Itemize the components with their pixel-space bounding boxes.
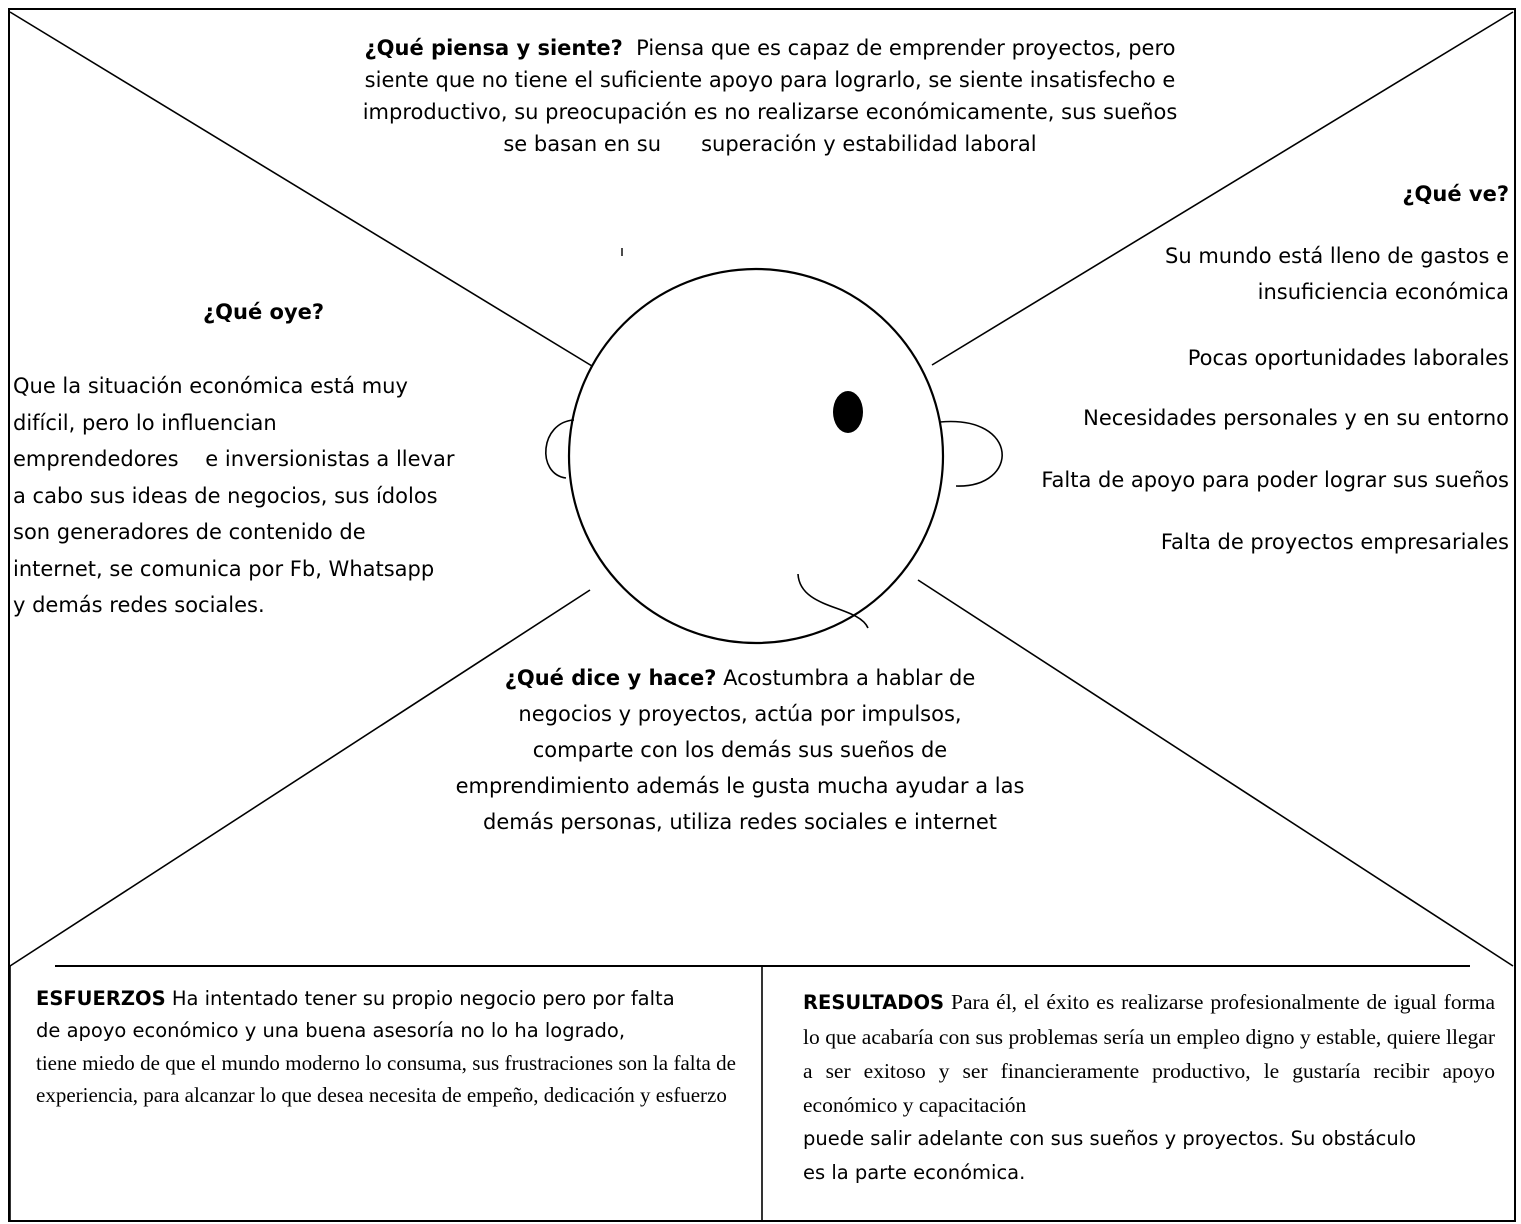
- efforts-heading: ESFUERZOS: [36, 987, 166, 1010]
- says-does-line: Acostumbra a hablar de: [723, 666, 976, 690]
- hears-body: Que la situación económica está muy difí…: [13, 368, 533, 624]
- sees-item: Necesidades personales y en su entorno: [1083, 406, 1509, 430]
- says-does-line: comparte con los demás sus sueños de: [532, 738, 948, 762]
- hears-line: y demás redes sociales.: [13, 593, 265, 617]
- diagonal-bottom-left: [9, 589, 591, 967]
- says-does-heading: ¿Qué dice y hace?: [504, 666, 717, 690]
- efforts-line: de apoyo económico y una buena asesoría …: [36, 1019, 626, 1042]
- head-circle: [567, 267, 945, 645]
- sees-item: insuficiencia económica: [1257, 280, 1509, 304]
- says-does-line: negocios y proyectos, actúa por impulsos…: [518, 702, 962, 726]
- left-ear: [544, 419, 575, 479]
- hears-line: difícil, pero lo influencian: [13, 410, 277, 435]
- says-does-line: emprendimiento además le gusta mucha ayu…: [455, 774, 1025, 798]
- right-ear: [939, 420, 1003, 487]
- hears-line: emprendedores e inversionistas a llevar: [13, 447, 455, 471]
- hears-line: internet, se comunica por Fb, Whatsapp: [13, 556, 435, 581]
- hears-line: son generadores de contenido de: [13, 520, 366, 544]
- hears-heading: ¿Qué oye?: [203, 300, 325, 324]
- sees-item: Pocas oportunidades laborales: [1187, 346, 1509, 370]
- sees-item: Falta de proyectos empresariales: [1160, 530, 1509, 554]
- efforts-body: tiene miedo de que el mundo moderno lo c…: [36, 1051, 736, 1107]
- eye: [833, 391, 863, 433]
- results-heading: RESULTADOS: [803, 991, 945, 1014]
- hears-line: a cabo sus ideas de negocios, sus ídolos: [13, 483, 438, 508]
- thinks-feels-section: ¿Qué piensa y siente? Piensa que es capa…: [250, 32, 1290, 160]
- thinks-feels-line: improductivo, su preocupación es no real…: [362, 100, 1178, 124]
- results-body: Para él, el éxito es realizarse profesio…: [803, 990, 1495, 1117]
- results-line: es la parte económica.: [803, 1161, 1026, 1184]
- efforts-section: ESFUERZOS Ha intentado tener su propio n…: [36, 983, 736, 1111]
- sees-item: Falta de apoyo para poder lograr sus sue…: [1041, 468, 1509, 492]
- sees-heading: ¿Qué ve?: [1402, 182, 1509, 206]
- says-does-section: ¿Qué dice y hace? Acostumbra a hablar de…: [380, 660, 1100, 840]
- says-does-line: demás personas, utiliza redes sociales e…: [483, 810, 997, 834]
- efforts-line: Ha intentado tener su propio negocio per…: [171, 987, 675, 1010]
- thinks-feels-line: se basan en su superación y estabilidad …: [503, 132, 1037, 156]
- results-section: RESULTADOS Para él, el éxito es realizar…: [803, 985, 1495, 1190]
- diagonal-top-left: [9, 11, 593, 367]
- thinks-feels-line: Piensa que es capaz de emprender proyect…: [636, 36, 1176, 60]
- mouth: [797, 573, 869, 629]
- thinks-feels-heading: ¿Qué piensa y siente?: [364, 36, 623, 60]
- diagonal-bottom-right: [917, 579, 1514, 967]
- hears-line: Que la situación económica está muy: [13, 374, 408, 398]
- results-line: puede salir adelante con sus sueños y pr…: [803, 1127, 1417, 1150]
- diagonal-top-right: [931, 11, 1514, 366]
- thinks-feels-line: siente que no tiene el suficiente apoyo …: [364, 68, 1176, 92]
- sees-item: Su mundo está lleno de gastos e: [1165, 244, 1509, 268]
